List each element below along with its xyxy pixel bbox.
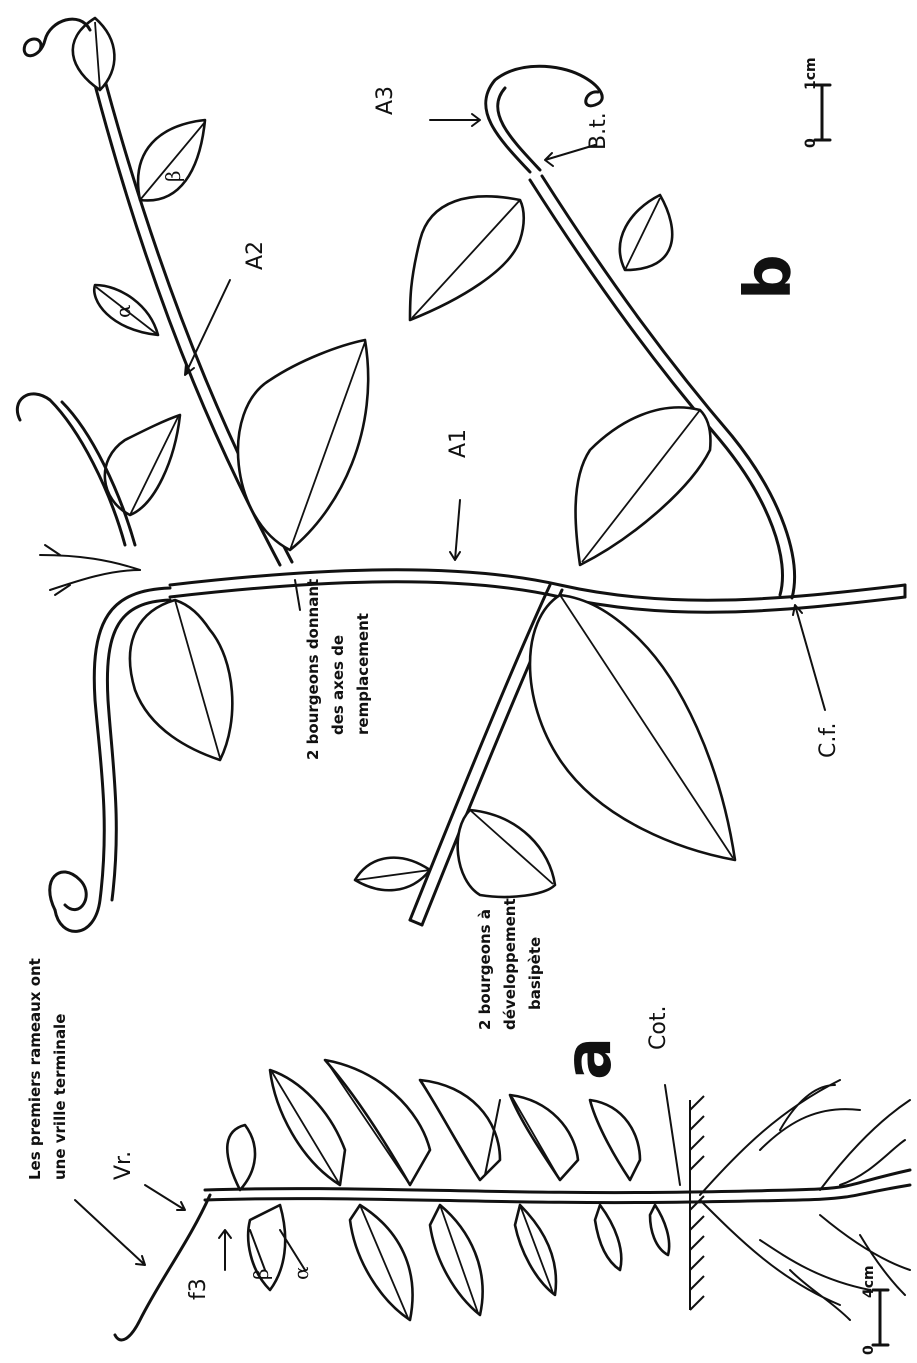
label-a1: A1 bbox=[446, 429, 471, 458]
leaf bbox=[576, 407, 711, 565]
panel-a-drawing bbox=[115, 1060, 910, 1340]
label-bt: B.t. bbox=[586, 112, 611, 150]
leaf bbox=[227, 1125, 255, 1190]
leaf bbox=[105, 415, 180, 515]
label-beta-a: β bbox=[249, 1268, 273, 1280]
leaf bbox=[515, 1205, 556, 1295]
label-a2: A2 bbox=[243, 241, 268, 270]
leaf bbox=[355, 858, 430, 891]
buds-note-a-line1: 2 bourgeons à bbox=[476, 909, 494, 1030]
leaf bbox=[530, 595, 735, 860]
label-beta-b: β bbox=[161, 170, 185, 182]
note-a-line1: Les premiers rameaux ont bbox=[26, 958, 44, 1180]
label-a3: A3 bbox=[373, 86, 398, 115]
buds-note-b-line1: 2 bourgeons donnant bbox=[304, 579, 322, 760]
panel-a-letter: a bbox=[552, 1037, 626, 1080]
scale-b-unit: 1cm bbox=[803, 57, 819, 90]
buds-note-b-line2: des axes de bbox=[329, 635, 347, 735]
label-cot: Cot. bbox=[646, 1006, 671, 1050]
buds-note-b-line3: remplacement bbox=[354, 613, 372, 735]
leaf bbox=[620, 195, 672, 270]
label-alpha-b: α bbox=[111, 304, 135, 318]
leaf bbox=[238, 340, 368, 550]
leaf bbox=[458, 810, 555, 897]
buds-note-a-line3: basipète bbox=[526, 937, 544, 1010]
label-f3: f3 bbox=[186, 1278, 211, 1300]
scale-bar-b bbox=[815, 85, 830, 140]
label-cf: C.f. bbox=[816, 723, 841, 759]
scale-a-unit: 4cm bbox=[861, 1265, 877, 1298]
leaf bbox=[73, 18, 115, 90]
leaf bbox=[595, 1205, 621, 1270]
leaf bbox=[138, 120, 205, 200]
leaf bbox=[650, 1205, 669, 1255]
scale-b-zero: 0 bbox=[803, 138, 819, 148]
label-alpha-a: α bbox=[289, 1266, 313, 1280]
leaf bbox=[510, 1095, 578, 1180]
panel-b-drawing bbox=[17, 18, 905, 931]
leaf bbox=[430, 1205, 483, 1315]
leaf bbox=[590, 1100, 640, 1180]
label-vr: Vr. bbox=[111, 1151, 136, 1180]
note-a-line2: une vrille terminale bbox=[51, 1014, 69, 1180]
panel-b-letter: b bbox=[732, 254, 806, 300]
buds-note-a-line2: développement bbox=[501, 898, 519, 1030]
leaf bbox=[350, 1205, 413, 1320]
scale-a-zero: 0 bbox=[861, 1345, 877, 1355]
